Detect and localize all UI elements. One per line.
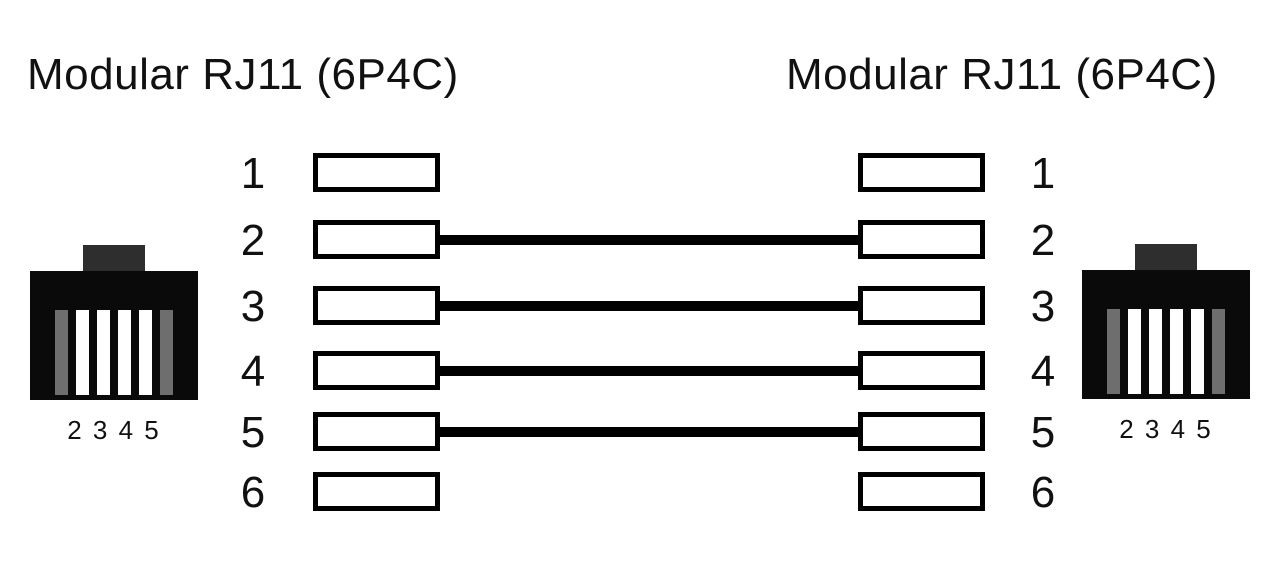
plug-latch-tab <box>83 245 145 275</box>
pin-contact-right <box>858 351 985 390</box>
rj11-plug-right: 2 3 4 5 <box>1082 244 1250 444</box>
wire-pin-3 <box>437 301 861 311</box>
pin-contact-right <box>858 286 985 325</box>
plug-contact-slot-white <box>118 310 131 395</box>
pin-contact-left <box>313 220 440 259</box>
pin-number-left: 1 <box>240 149 266 198</box>
plug-body <box>1082 270 1250 399</box>
wire-pin-2 <box>437 235 861 245</box>
wire-pin-4 <box>437 366 861 376</box>
pin-contact-left <box>313 472 440 511</box>
pin-number-left: 6 <box>240 468 266 517</box>
title-right: Modular RJ11 (6P4C) <box>786 50 1218 99</box>
plug-body <box>30 271 198 400</box>
plug-latch-tab <box>1135 244 1197 274</box>
plug-contact-slot-white <box>1149 309 1162 394</box>
pin-number-right: 2 <box>1030 216 1056 265</box>
pin-number-left: 3 <box>240 282 266 331</box>
plug-contact-slot-white <box>76 310 89 395</box>
plug-pin-numbers-label: 2 3 4 5 <box>1119 414 1213 444</box>
pin-contact-left <box>313 286 440 325</box>
pin-number-left: 2 <box>240 216 266 265</box>
plug-contact-slot-gray <box>160 310 173 395</box>
plug-contact-slot-white <box>97 310 110 395</box>
pin-number-right: 5 <box>1030 408 1056 457</box>
plug-contact-slot-white <box>1170 309 1183 394</box>
pin-contact-right <box>858 220 985 259</box>
pin-contact-right <box>858 153 985 192</box>
plug-contact-slot-white <box>139 310 152 395</box>
pin-contact-right <box>858 412 985 451</box>
pin-number-left: 5 <box>240 408 266 457</box>
pin-contact-left <box>313 412 440 451</box>
plug-contact-slot-gray <box>1212 309 1225 394</box>
title-left: Modular RJ11 (6P4C) <box>27 50 459 99</box>
pin-number-right: 4 <box>1030 347 1056 396</box>
plug-contact-slot-gray <box>55 310 68 395</box>
pin-number-left: 4 <box>240 347 266 396</box>
pin-contact-left <box>313 153 440 192</box>
pin-number-right: 6 <box>1030 468 1056 517</box>
pin-number-right: 3 <box>1030 282 1056 331</box>
plug-contact-slot-gray <box>1107 309 1120 394</box>
rj11-plug-left: 2 3 4 5 <box>30 245 198 445</box>
pin-number-right: 1 <box>1030 149 1056 198</box>
plug-pin-numbers-label: 2 3 4 5 <box>67 415 161 445</box>
plug-contact-slot-white <box>1128 309 1141 394</box>
pin-contact-right <box>858 472 985 511</box>
wire-pin-5 <box>437 427 861 437</box>
pin-contact-left <box>313 351 440 390</box>
plug-contact-slot-white <box>1191 309 1204 394</box>
